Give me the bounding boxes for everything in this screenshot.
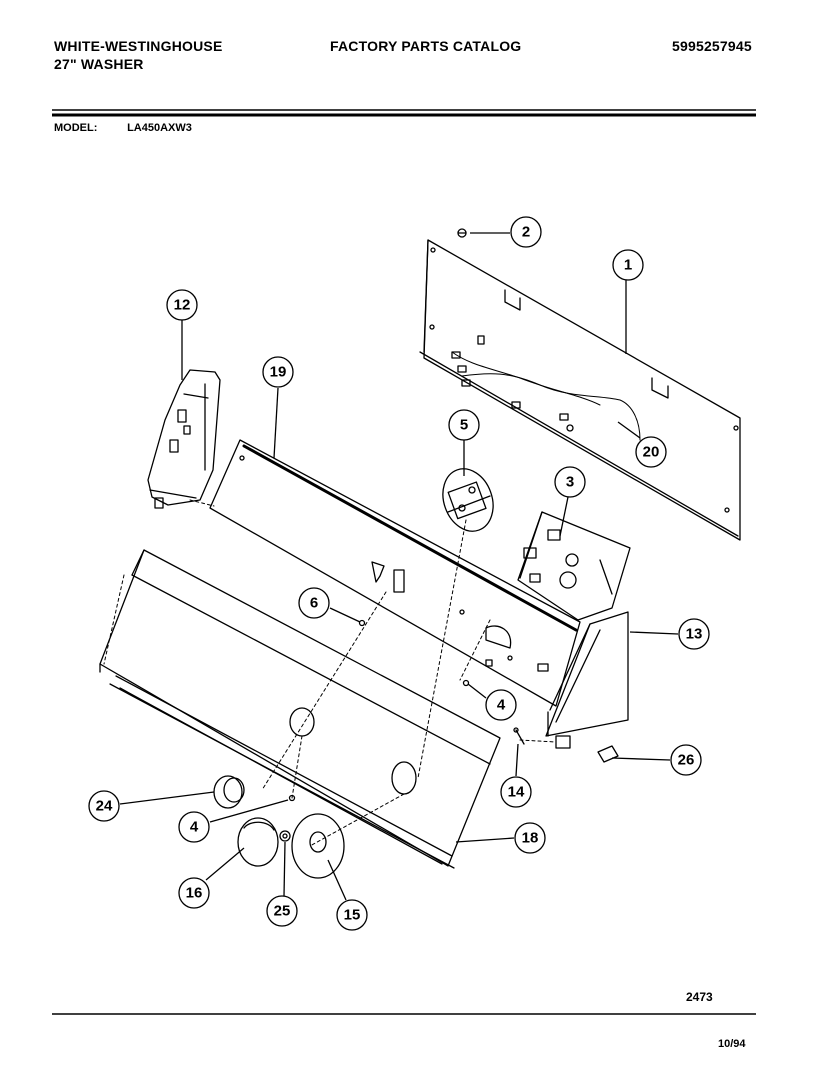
assembly-lines — [103, 499, 557, 847]
callout-label-13: 13 — [686, 626, 703, 643]
callout-6 — [298, 587, 361, 623]
callout-24 — [88, 790, 215, 822]
callout-4b — [178, 799, 289, 843]
revision-date: 10/94 — [718, 1038, 746, 1050]
callout-19 — [262, 356, 294, 459]
callout-label-4a: 4 — [497, 697, 506, 714]
part-26-clip — [597, 745, 619, 763]
catalog-title: FACTORY PARTS CATALOG — [330, 38, 522, 54]
callout-label-25: 25 — [274, 903, 291, 920]
callout-label-3: 3 — [566, 474, 574, 491]
callout-label-12: 12 — [174, 297, 191, 314]
callout-label-1: 1 — [624, 257, 632, 274]
callouts — [88, 216, 710, 931]
callout-3 — [554, 466, 586, 537]
part-5-switch — [442, 468, 494, 532]
callout-5 — [448, 409, 480, 476]
callout-16 — [178, 847, 245, 909]
callout-25 — [266, 841, 298, 927]
callout-15 — [327, 859, 368, 931]
part-2-screw — [457, 228, 467, 238]
callout-label-2: 2 — [522, 224, 530, 241]
callout-label-6: 6 — [310, 595, 318, 612]
model-row: MODEL: LA450AXW3 — [54, 122, 192, 134]
part-3-timer — [517, 511, 631, 621]
callout-label-19: 19 — [270, 364, 287, 381]
header-rules — [52, 109, 756, 1015]
callout-18 — [455, 822, 546, 854]
part-19-control-panel — [209, 439, 581, 707]
part-16-knob — [237, 817, 279, 867]
part-6-knob-stem — [358, 561, 405, 627]
part-24-knob — [213, 775, 245, 809]
callout-label-14: 14 — [508, 784, 525, 801]
callout-20 — [617, 421, 667, 468]
part-14-screw — [513, 727, 525, 745]
model-number: LA450AXW3 — [127, 122, 192, 134]
callout-label-24: 24 — [96, 798, 113, 815]
callout-label-26: 26 — [678, 752, 695, 769]
callout-26 — [611, 744, 702, 776]
callout-label-4b: 4 — [190, 819, 199, 836]
part-15-dial — [291, 813, 345, 879]
part-25-washer — [279, 830, 291, 842]
callout-label-16: 16 — [186, 885, 203, 902]
part-18-console — [99, 549, 501, 869]
callout-13 — [629, 618, 710, 650]
diagram-number: 2473 — [686, 990, 713, 1004]
part-13-end-cap — [545, 611, 629, 749]
callout-labels: 2 1 12 19 5 20 3 6 13 4 26 14 24 4 18 16… — [96, 224, 703, 924]
brand-name: WHITE-WESTINGHOUSE — [54, 38, 223, 54]
model-label: MODEL: — [54, 122, 98, 134]
callout-2 — [470, 216, 542, 248]
part-12-bracket — [147, 369, 221, 509]
part-1-rear-panel — [419, 239, 741, 541]
callout-1 — [612, 249, 644, 354]
callout-label-18: 18 — [522, 830, 539, 847]
callout-4a — [467, 683, 517, 721]
callout-label-20: 20 — [643, 444, 660, 461]
callout-label-15: 15 — [344, 907, 361, 924]
catalog-number: 5995257945 — [672, 38, 752, 54]
callout-14 — [500, 743, 532, 808]
callout-12 — [166, 289, 198, 380]
product-name: 27" WASHER — [54, 56, 144, 72]
callout-label-5: 5 — [460, 417, 468, 434]
